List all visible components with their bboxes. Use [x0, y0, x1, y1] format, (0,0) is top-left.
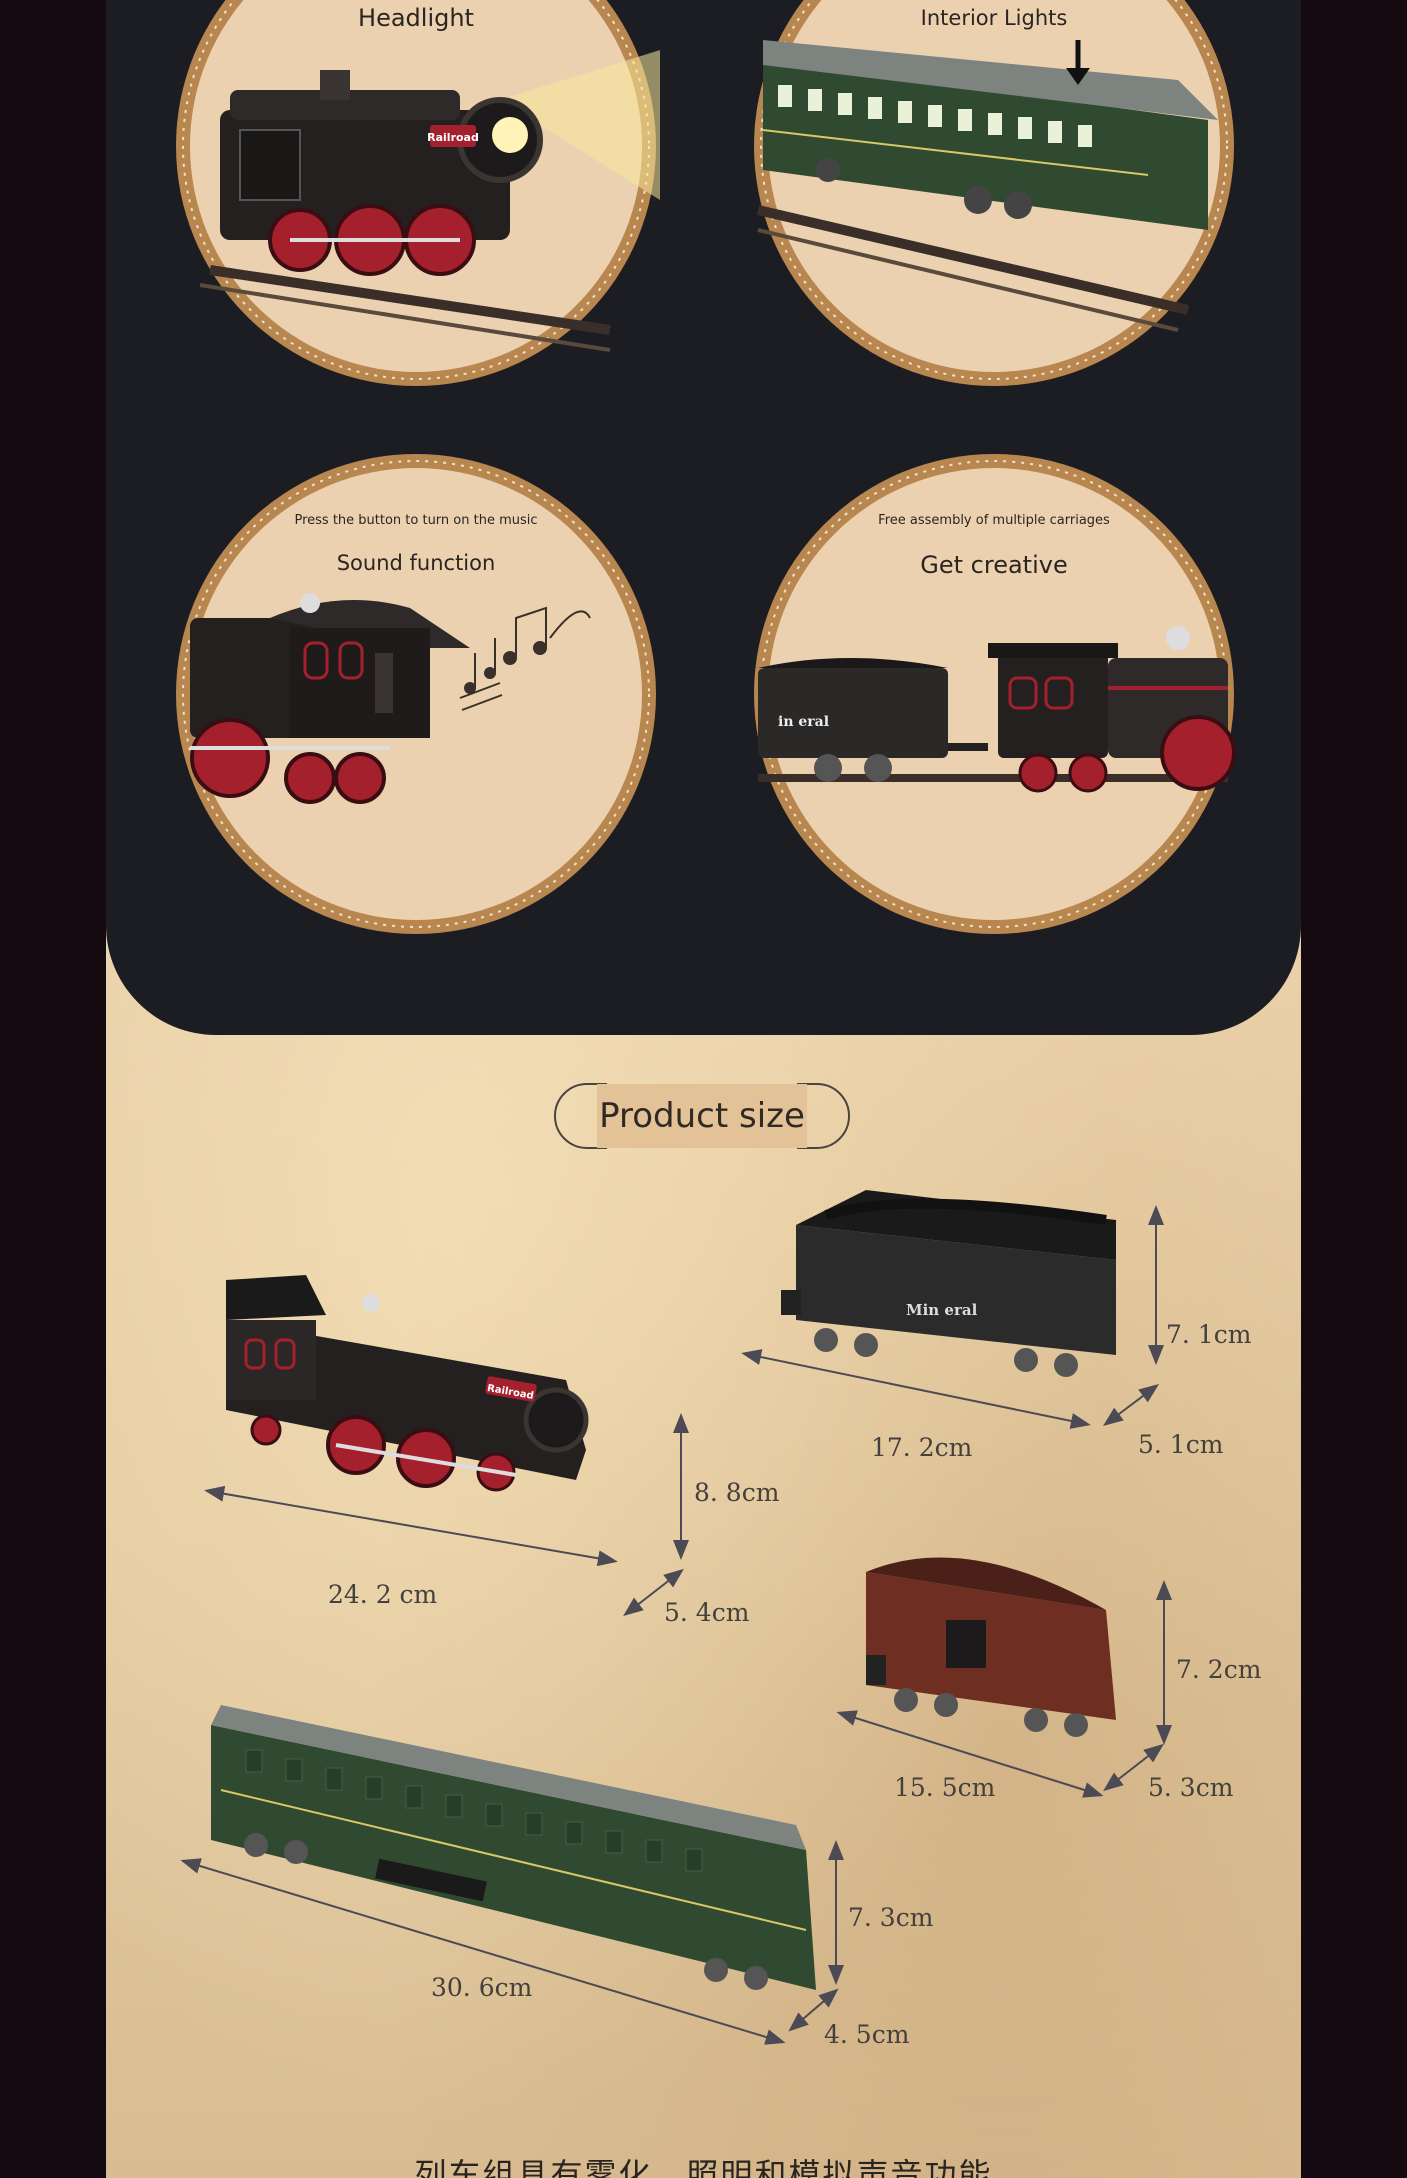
headlight-illustration: Railroad	[176, 0, 660, 386]
passenger-car-width-label: 4. 5cm	[824, 2020, 910, 2049]
feature-title: Get creative	[920, 551, 1068, 579]
locomotive-height-label: 8. 8cm	[694, 1478, 780, 1507]
caboose-height-label: 7. 2cm	[1176, 1655, 1262, 1684]
get-creative-illustration: in eral	[754, 454, 1236, 934]
feature-title: Interior Lights	[920, 6, 1068, 30]
interior-lights-illustration	[754, 0, 1234, 386]
feature-subtitle: Press the button to turn on the music	[294, 513, 538, 528]
caboose-width-label: 5. 3cm	[1148, 1773, 1234, 1802]
product-size-heading: Product size	[547, 1080, 857, 1152]
passenger-car-length-label: 30. 6cm	[431, 1973, 533, 2002]
heading-text: Product size	[599, 1096, 805, 1136]
svg-text:Min eral: Min eral	[906, 1301, 978, 1319]
left-margin	[0, 0, 106, 2178]
feature-caption: 列车组具有雾化、照明和模拟声音功能	[414, 2156, 993, 2178]
locomotive-length-label: 24. 2 cm	[328, 1580, 438, 1609]
feature-sound: Press the button to turn on the music So…	[170, 448, 662, 940]
coal-car-width-label: 5. 1cm	[1138, 1430, 1224, 1459]
feature-headlight: Railroad Headlight	[170, 0, 662, 392]
features-panel: Railroad Headlight	[106, 0, 1301, 1035]
right-margin	[1301, 0, 1407, 2178]
passenger-car-height-label: 7. 3cm	[848, 1903, 934, 1932]
trains-drawing: Min eral Railroad	[180, 1190, 1172, 2045]
caboose	[836, 1557, 1172, 1798]
sound-illustration	[176, 454, 656, 934]
heading-frame	[554, 1083, 850, 1149]
feature-get-creative: in eral Free ass	[748, 448, 1240, 940]
passenger-car	[180, 1705, 844, 2045]
svg-text:Railroad: Railroad	[427, 131, 479, 144]
dimensions-diagram: Min eral Railroad	[106, 1180, 1301, 2084]
content-column: Railroad Headlight	[106, 0, 1301, 2178]
feature-title: Sound function	[336, 551, 496, 575]
feature-interior-lights: Interior Lights	[748, 0, 1240, 392]
locomotive-width-label: 5. 4cm	[664, 1598, 750, 1627]
coal-car-length-label: 17. 2cm	[871, 1433, 973, 1462]
svg-text:in eral: in eral	[778, 714, 829, 730]
coal-car-height-label: 7. 1cm	[1166, 1320, 1252, 1349]
feature-title: Headlight	[358, 4, 474, 32]
caboose-length-label: 15. 5cm	[894, 1773, 996, 1802]
feature-subtitle: Free assembly of multiple carriages	[878, 513, 1110, 528]
locomotive: Railroad	[204, 1275, 689, 1617]
coal-car: Min eral	[741, 1190, 1164, 1429]
